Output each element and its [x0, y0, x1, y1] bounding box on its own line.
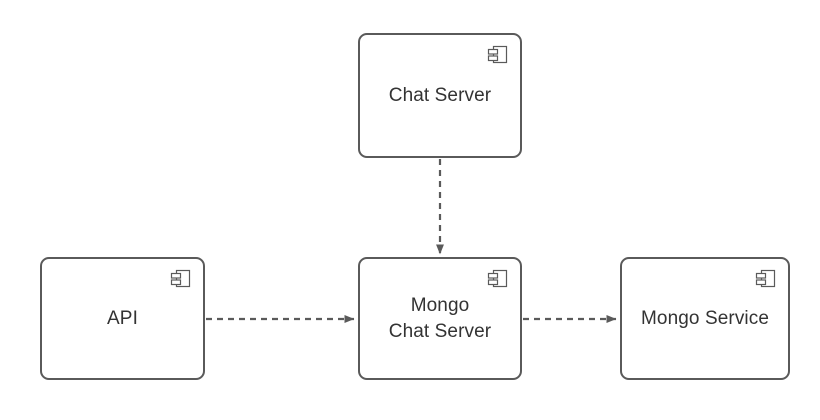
component-node-api[interactable]: API [40, 257, 205, 380]
component-label: API [107, 307, 138, 329]
component-node-mongo-service[interactable]: Mongo Service [620, 257, 790, 380]
uml-component-icon [170, 269, 191, 288]
uml-component-icon [487, 45, 508, 64]
component-label: Mongo Chat Server [388, 294, 492, 342]
component-label: Mongo Service [640, 307, 770, 329]
component-node-mongo-chat-server[interactable]: Mongo Chat Server [358, 257, 522, 380]
uml-component-icon [755, 269, 776, 288]
component-label: Chat Server [388, 84, 492, 106]
uml-component-icon [487, 269, 508, 288]
component-node-chat-server[interactable]: Chat Server [358, 33, 522, 158]
